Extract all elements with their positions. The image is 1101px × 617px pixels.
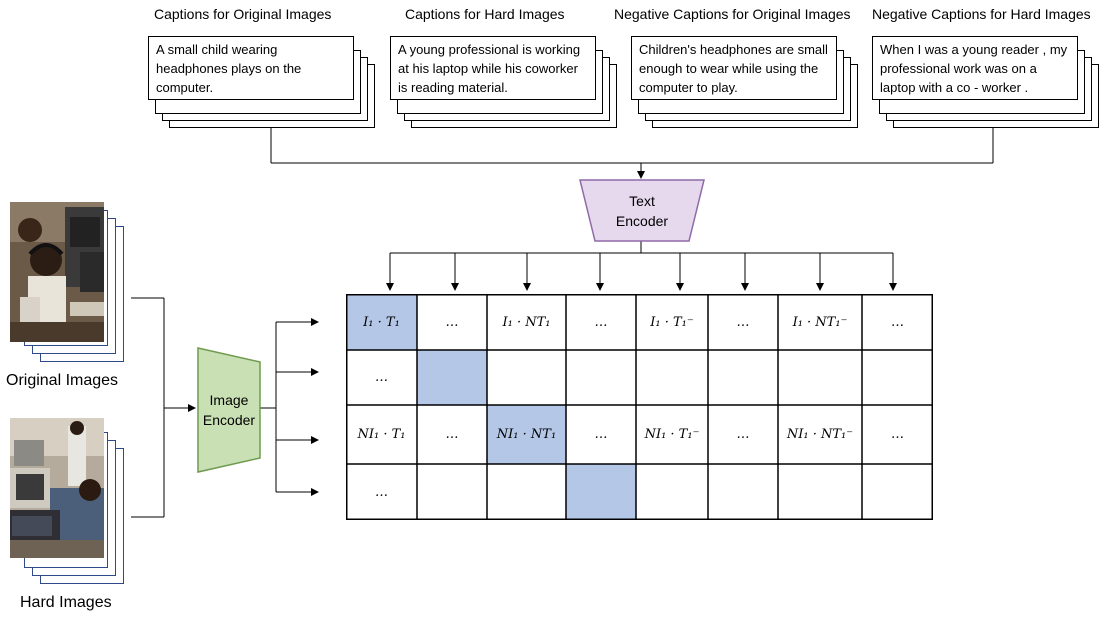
matrix-diagonal-cell: [487, 405, 566, 464]
similarity-matrix: I₁ · T₁ … I₁ · NT₁ … I₁ · T₁⁻ … I₁ · NT₁⁻ … … NI₁…: [346, 294, 933, 520]
caption-text: When I was a young reader , my professio…: [872, 36, 1078, 100]
caption-group-title: Captions for Hard Images: [405, 6, 565, 22]
matrix-similarity-cell: I₁ · T₁: [363, 314, 400, 330]
images-to-encoder-lines: [131, 297, 196, 518]
text-encoder-label: Text Encoder: [598, 191, 686, 231]
caption-text: A young professional is working at his l…: [390, 36, 596, 100]
matrix-ellipsis-cell: …: [736, 314, 750, 330]
matrix-similarity-cell: NI₁ · NT₁⁻: [786, 427, 854, 442]
image-encoder-line2: Encoder: [202, 412, 256, 428]
caption-text: A small child wearing headphones plays o…: [148, 36, 354, 100]
matrix-similarity-cell: NI₁ · T₁⁻: [644, 427, 700, 442]
matrix-similarity-cell: NI₁ · NT₁: [496, 427, 557, 442]
matrix-ellipsis-cell: …: [375, 370, 388, 385]
caption-text: Children's headphones are small enough t…: [631, 36, 837, 100]
image-encoder-label: Image Encoder: [196, 390, 262, 430]
matrix-similarity-cell: I₁ · T₁⁻: [650, 314, 694, 330]
encoder-to-rows-lines: [260, 318, 319, 496]
hard-image-photo: [10, 418, 104, 558]
hard-images-label: Hard Images: [20, 594, 112, 611]
matrix-similarity-cell: I₁ · NT₁⁻: [792, 314, 848, 330]
image-encoder-shape: [197, 347, 261, 473]
original-image-photo: [10, 202, 104, 342]
matrix-ellipsis-cell: …: [594, 427, 608, 442]
matrix-ellipsis-cell: …: [445, 314, 459, 330]
text-encoder-line2: Encoder: [615, 213, 669, 229]
matrix-grid: [346, 294, 933, 520]
matrix-diagonal-cell: [417, 350, 487, 405]
child-with-headphones-photo: [10, 202, 104, 342]
matrix-ellipsis-cell: …: [736, 427, 750, 442]
matrix-ellipsis-cell: …: [445, 427, 459, 442]
text-encoder-line1: Text: [629, 193, 655, 209]
text-encoder-shape: [579, 179, 705, 242]
caption-group-title: Negative Captions for Original Images: [614, 6, 851, 22]
professional-at-laptop-photo: [10, 418, 104, 558]
encoder-to-columns-lines: [386, 241, 897, 291]
image-encoder-line1: Image: [209, 392, 249, 408]
matrix-diagonal-cell: [566, 464, 636, 520]
matrix-similarity-cell: NI₁ · T₁: [357, 427, 406, 442]
matrix-similarity-cell: I₁ · NT₁: [502, 314, 551, 330]
original-images-label: Original Images: [6, 372, 119, 389]
matrix-diagonal-cell: [346, 294, 417, 350]
caption-to-encoder-lines: [270, 128, 994, 179]
matrix-ellipsis-cell: …: [375, 484, 388, 500]
caption-group-title: Captions for Original Images: [154, 6, 332, 22]
matrix-ellipsis-cell: …: [594, 314, 608, 330]
matrix-ellipsis-cell: …: [891, 314, 904, 330]
caption-group-title: Negative Captions for Hard Images: [872, 6, 1091, 22]
matrix-ellipsis-cell: …: [891, 427, 904, 442]
